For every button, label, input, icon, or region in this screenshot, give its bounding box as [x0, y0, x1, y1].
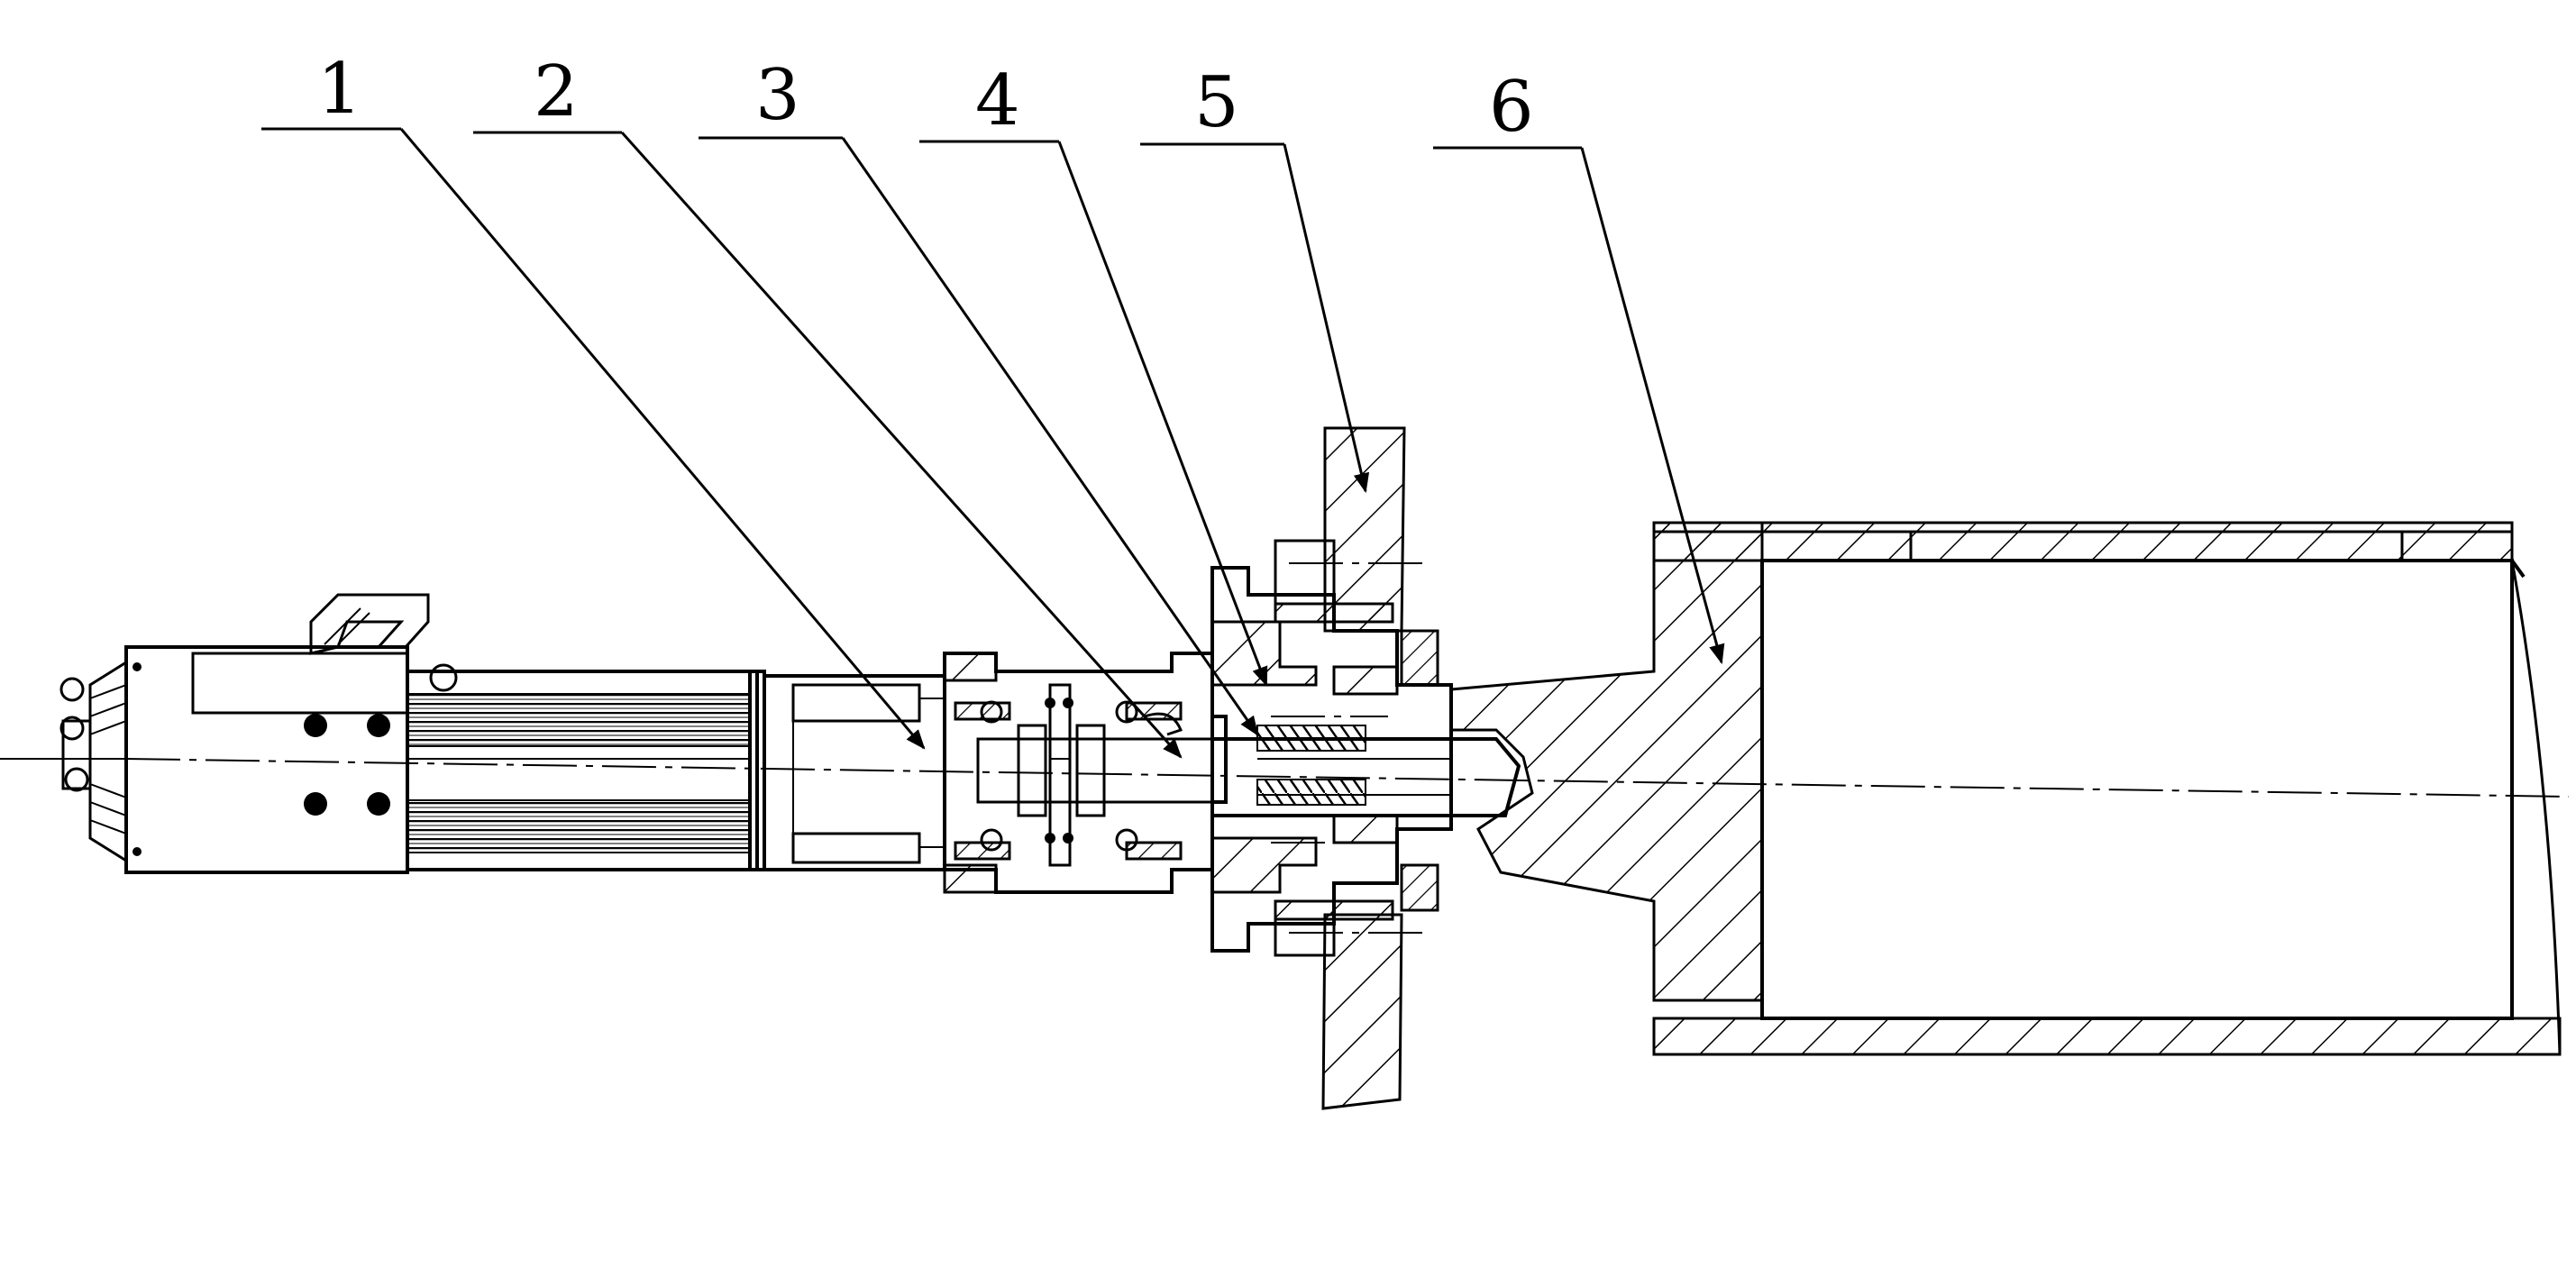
callout-3: 3 — [699, 55, 1257, 734]
end-cap-fins — [61, 662, 126, 861]
handle — [311, 595, 428, 653]
flange-plate — [1275, 428, 1429, 1108]
callout-label-2: 2 — [534, 51, 579, 132]
output-tube — [1451, 523, 2560, 1054]
motor-housing — [61, 595, 456, 872]
coupling-housing — [764, 676, 945, 870]
callout-4: 4 — [919, 60, 1266, 685]
ring-fitting — [431, 665, 456, 690]
motor-winding-section — [407, 671, 764, 870]
callout-label-5: 5 — [1194, 62, 1239, 143]
callout-label-1: 1 — [317, 49, 362, 130]
callout-label-3: 3 — [755, 55, 800, 136]
callout-label-4: 4 — [975, 60, 1020, 141]
callout-label-6: 6 — [1489, 67, 1534, 148]
callout-1: 1 — [261, 49, 924, 748]
callout-2: 2 — [473, 51, 1181, 757]
